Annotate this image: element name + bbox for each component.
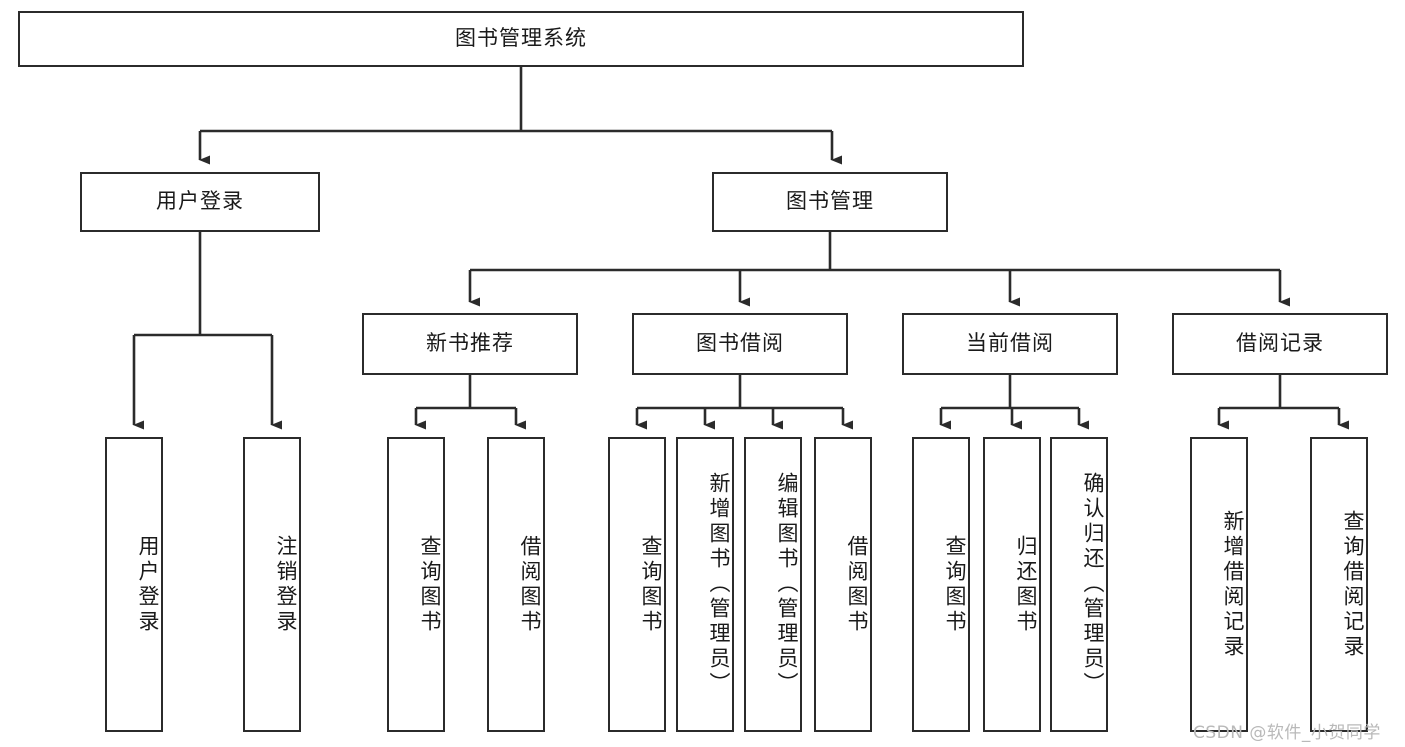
leaf-label: 查询图书 xyxy=(418,534,442,635)
leaf-label: 新增图书（管理员） xyxy=(707,472,731,697)
node-level3-current-borrow[interactable]: 当前借阅 xyxy=(902,313,1118,375)
leaf-add-book-admin[interactable]: 新增图书（管理员） xyxy=(676,437,734,732)
leaf-query-book-recommend[interactable]: 查询图书 xyxy=(387,437,445,732)
leaf-borrow-book-recommend[interactable]: 借阅图书 xyxy=(487,437,545,732)
leaf-query-book-borrow[interactable]: 查询图书 xyxy=(608,437,666,732)
leaf-label: 借阅图书 xyxy=(845,534,869,635)
leaf-user-logout[interactable]: 注销登录 xyxy=(243,437,301,732)
leaf-label: 注销登录 xyxy=(274,534,298,635)
node-root[interactable]: 图书管理系统 xyxy=(18,11,1024,67)
leaf-label: 借阅图书 xyxy=(518,534,542,635)
leaf-confirm-return-admin[interactable]: 确认归还（管理员） xyxy=(1050,437,1108,732)
leaf-edit-book-admin[interactable]: 编辑图书（管理员） xyxy=(744,437,802,732)
node-level3-book-borrow[interactable]: 图书借阅 xyxy=(632,313,848,375)
leaf-label: 确认归还（管理员） xyxy=(1081,472,1105,697)
leaf-label: 归还图书 xyxy=(1014,534,1038,635)
leaf-label: 新增借阅记录 xyxy=(1221,509,1245,660)
csdn-watermark: CSDN @软件_小贺同学 xyxy=(1193,723,1381,743)
node-level2-user-login[interactable]: 用户登录 xyxy=(80,172,320,232)
leaf-label: 用户登录 xyxy=(136,534,160,635)
leaf-label: 编辑图书（管理员） xyxy=(775,472,799,697)
leaf-query-borrow-record[interactable]: 查询借阅记录 xyxy=(1310,437,1368,732)
node-level2-book-management[interactable]: 图书管理 xyxy=(712,172,948,232)
node-level3-borrow-records[interactable]: 借阅记录 xyxy=(1172,313,1388,375)
leaf-user-login[interactable]: 用户登录 xyxy=(105,437,163,732)
leaf-label: 查询图书 xyxy=(943,534,967,635)
leaf-borrow-book[interactable]: 借阅图书 xyxy=(814,437,872,732)
leaf-add-borrow-record[interactable]: 新增借阅记录 xyxy=(1190,437,1248,732)
leaf-label: 查询借阅记录 xyxy=(1341,509,1365,660)
leaf-return-book[interactable]: 归还图书 xyxy=(983,437,1041,732)
leaf-label: 查询图书 xyxy=(639,534,663,635)
leaf-query-book-current[interactable]: 查询图书 xyxy=(912,437,970,732)
node-level3-new-book-recommend[interactable]: 新书推荐 xyxy=(362,313,578,375)
